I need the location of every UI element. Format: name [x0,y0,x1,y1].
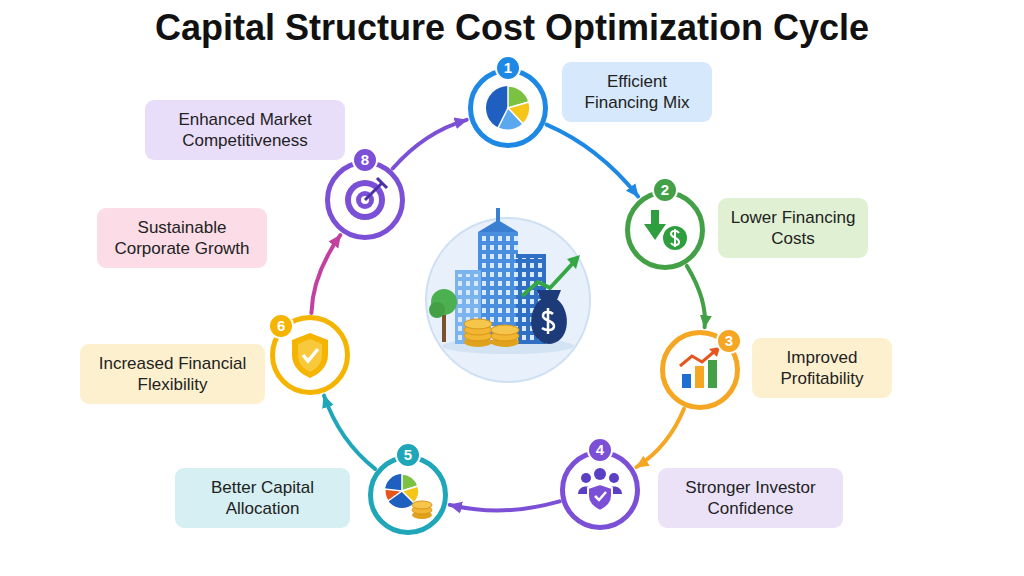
allocation-icon-part [402,486,419,503]
step-number: 3 [716,328,742,354]
step-number: 6 [268,313,294,339]
target-icon-part [365,183,382,200]
cost-down-icon [644,210,687,250]
center-illustration-part [429,302,445,318]
label-box: Increased Financial Flexibility [80,344,265,404]
step-label: Enhanced Market Competitiveness [155,109,335,151]
money-bag [531,290,567,344]
cost-down-icon-part [644,210,666,240]
step-label: Improved Profitability [762,347,882,389]
step-label: Efficient Financing Mix [572,71,702,113]
investors-icon-part [581,473,591,483]
label-box: Enhanced Market Competitiveness [145,100,345,160]
target-icon-part [345,180,385,220]
label-box: Lower Financing Costs [718,198,868,258]
cycle-arrow [324,396,375,469]
ring-discs-part [370,457,446,533]
bar-chart-icon [680,347,720,388]
step-number: 2 [652,177,678,203]
cycle-arrow [393,120,467,169]
investors-icon-part [595,492,606,500]
step-number: 1 [495,55,521,81]
coin-stack [464,319,519,347]
bar-chart-icon-part [682,374,691,388]
investors-icon [578,468,622,511]
label-box: Stronger Investor Confidence [658,468,843,528]
step-number: 8 [352,147,378,173]
coin-stack-part [491,325,519,335]
step-circle: 4 [560,450,640,530]
allocation-icon-part [412,501,432,509]
ring-discs-part [470,70,546,146]
step-label: Better Capital Allocation [185,477,340,519]
cycle-arrow [311,235,340,313]
step-label: Increased Financial Flexibility [90,353,255,395]
cycle-arrow [450,501,560,510]
pie-chart-icon-part [486,86,530,130]
step-label: Sustainable Corporate Growth [107,217,257,259]
investors-icon-part [588,484,612,511]
target-icon-part [377,178,387,188]
step-circle: 2 [625,190,705,270]
money-bag-part [537,290,561,300]
label-box: Efficient Financing Mix [562,62,712,122]
step-circle: 8 [325,160,405,240]
investors-icon-part [609,473,619,483]
label-box: Better Capital Allocation [175,468,350,528]
allocation-icon-part [385,489,402,501]
target-icon [345,178,387,220]
step-number: 5 [395,442,421,468]
shield-icon [292,333,328,378]
cycle-arrow [636,409,684,467]
pie-chart-icon-part [498,108,523,130]
bar-chart-icon-part [708,360,717,388]
shield-icon-part [298,339,322,372]
shield-icon-part [292,333,328,378]
money-bag-part [542,308,554,334]
cost-down-icon-part [671,229,679,247]
bar-chart-icon-part [695,366,704,388]
coin-stack-part [464,319,492,329]
center-illustration [426,208,590,382]
money-bag-part [531,300,567,344]
ring-discs-part [627,192,703,268]
label-box: Sustainable Corporate Growth [97,208,267,268]
growth-arrow-part [567,255,580,269]
cycle-arrow [687,266,705,327]
center-illustration-part [426,218,590,382]
diagram-title: Capital Structure Cost Optimization Cycl… [0,6,1024,50]
bar-chart-icon-part [680,351,715,366]
cycle-arrow [547,125,639,197]
ring-discs-part [562,452,638,528]
step-circle: 5 [368,455,448,535]
step-number: 4 [587,437,613,463]
label-box: Improved Profitability [752,338,892,398]
step-label: Stronger Investor Confidence [668,477,833,519]
growth-arrow-part [522,262,574,296]
ring-discs-part [327,162,403,238]
center-illustration-part [496,208,500,222]
allocation-icon [385,474,432,519]
shield-icon-part [303,349,318,361]
growth-arrow [522,255,580,296]
pie-chart-icon [486,86,530,130]
step-label: Lower Financing Costs [728,207,858,249]
step-circle: 1 [468,68,548,148]
cost-down-icon-part [663,226,687,250]
step-circle: 6 [270,315,350,395]
center-illustration-part [442,312,446,342]
step-circle: 3 [660,330,740,410]
investors-icon-part [594,468,606,480]
